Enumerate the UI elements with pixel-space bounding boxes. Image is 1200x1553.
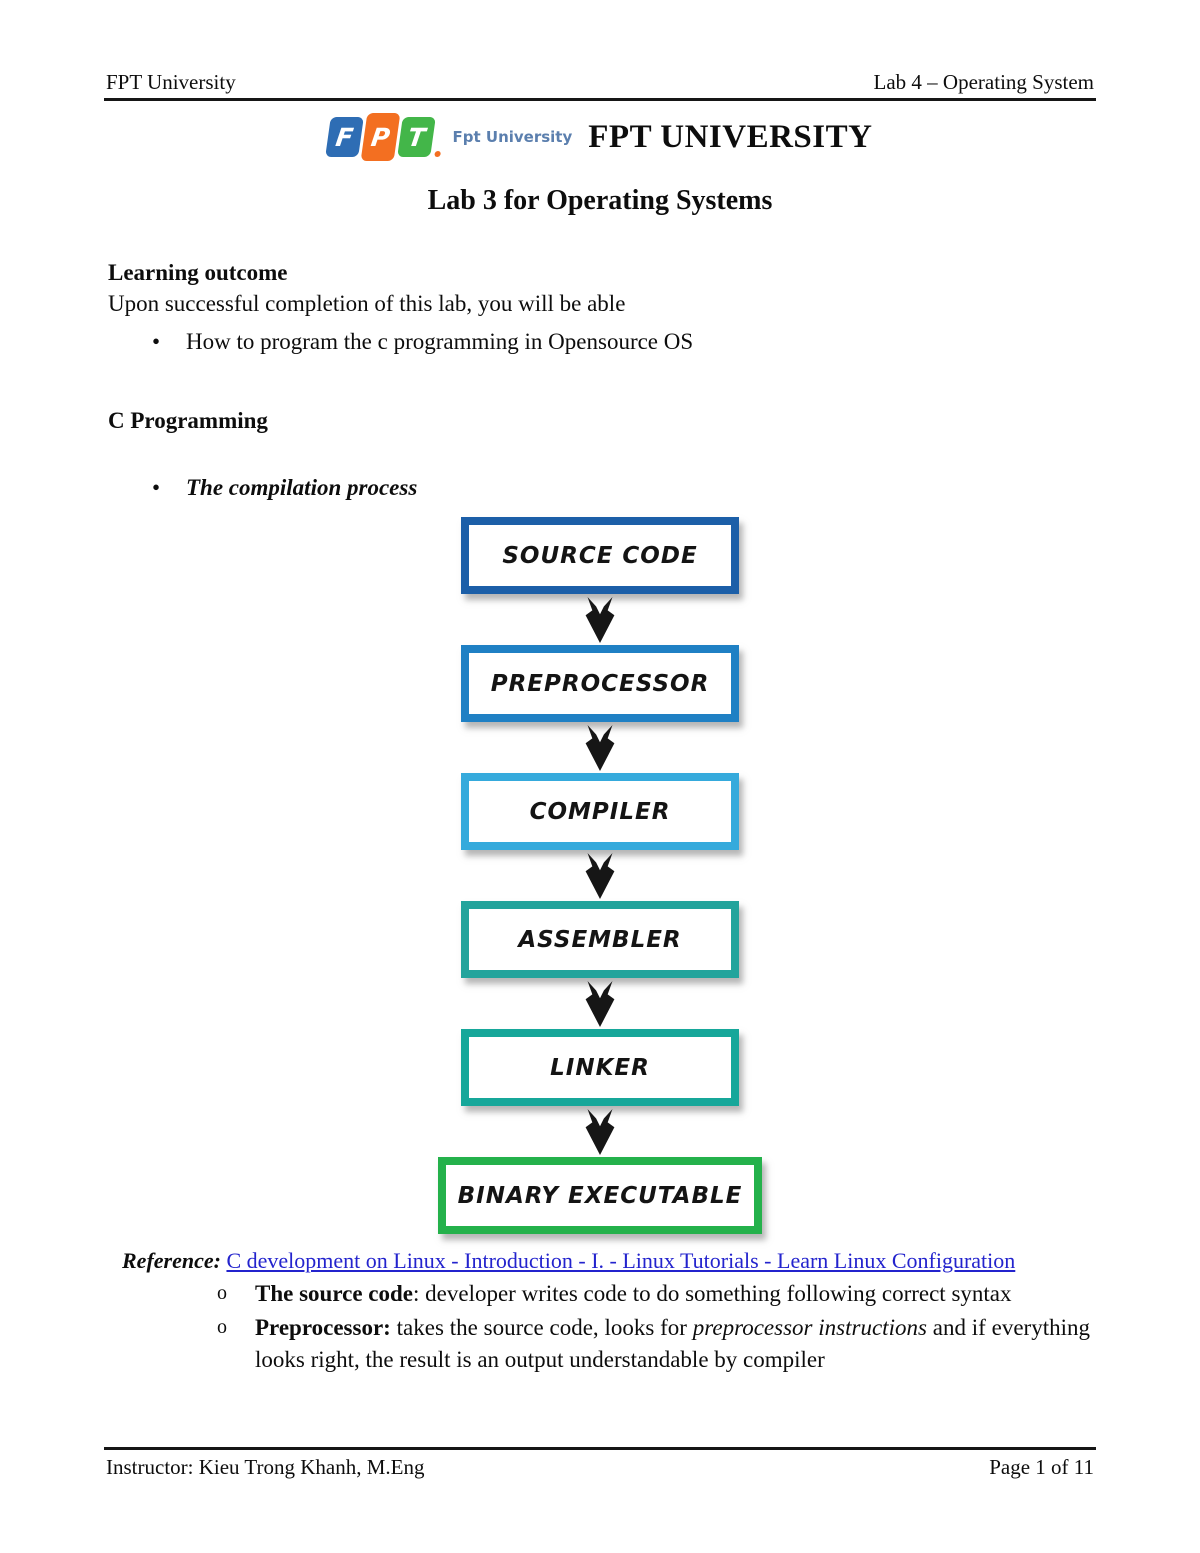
diagram-box-label: LINKER	[550, 1054, 650, 1081]
diagram-box-label: ASSEMBLER	[518, 926, 682, 953]
diagram-box-source-code: SOURCE CODE	[461, 517, 739, 594]
note-term: The source code	[255, 1281, 414, 1306]
reference-line: Reference: C development on Linux - Intr…	[0, 1248, 1200, 1274]
down-arrow-icon	[581, 978, 619, 1029]
logo-letter-p: P	[360, 113, 400, 161]
page-footer: Instructor: Kieu Trong Khanh, M.Eng Page…	[106, 1455, 1094, 1480]
compilation-process-label: The compilation process	[186, 475, 418, 500]
reference-label: Reference:	[122, 1248, 221, 1273]
bullet-dot-icon: •	[152, 329, 161, 354]
notes-list: o The source code: developer writes code…	[0, 1278, 1200, 1376]
header-right-text: Lab 4 – Operating System	[873, 70, 1094, 94]
footer-page-number: Page 1 of 11	[989, 1455, 1094, 1479]
learning-outcome-bullet: • How to program the c programming in Op…	[108, 326, 1092, 357]
learning-outcome-heading: Learning outcome	[108, 260, 288, 285]
diagram-box-label: COMPILER	[529, 798, 671, 825]
note-term: Preprocessor:	[255, 1315, 391, 1340]
diagram-box-label: BINARY EXECUTABLE	[457, 1182, 743, 1209]
logo-dot	[433, 151, 441, 157]
footer-instructor-text: Instructor: Kieu Trong Khanh, M.Eng	[106, 1455, 425, 1479]
diagram-box-label: SOURCE CODE	[502, 542, 698, 569]
note-italic-text: preprocessor instructions	[692, 1315, 927, 1340]
header-divider	[104, 98, 1096, 101]
logo-letter-t: T	[396, 117, 436, 157]
compilation-flow-diagram: SOURCE CODE PREPROCESSOR COMPILER ASSEMB…	[0, 517, 1200, 1234]
diagram-box-linker: LINKER	[461, 1029, 739, 1106]
header-left-text: FPT University	[106, 70, 236, 94]
down-arrow-icon	[581, 594, 619, 645]
list-item: o The source code: developer writes code…	[217, 1278, 1090, 1310]
down-arrow-icon	[581, 850, 619, 901]
diagram-box-assembler: ASSEMBLER	[461, 901, 739, 978]
body-content: Learning outcome Upon successful complet…	[0, 257, 1200, 503]
logo-letter-f: F	[324, 117, 364, 157]
circle-bullet-icon: o	[217, 1316, 227, 1338]
logo-caption: Fpt University	[452, 128, 573, 146]
learning-outcome-intro: Upon successful completion of this lab, …	[108, 291, 626, 316]
footer-divider	[104, 1447, 1096, 1450]
diagram-box-binary-executable: BINARY EXECUTABLE	[437, 1157, 763, 1234]
title-row: F P T Fpt University FPT UNIVERSITY	[0, 113, 1200, 161]
document-subtitle: Lab 3 for Operating Systems	[427, 185, 773, 216]
compilation-process-bullet: • The compilation process	[108, 472, 1092, 503]
circle-bullet-icon: o	[217, 1282, 227, 1304]
fpt-logo: F P T Fpt University	[324, 113, 573, 161]
diagram-box-preprocessor: PREPROCESSOR	[461, 645, 739, 722]
down-arrow-icon	[581, 722, 619, 773]
fpt-logo-blocks: F P T	[324, 113, 446, 161]
note-text: and if everything looks right, the resul…	[255, 1315, 1090, 1372]
note-text: takes the source code, looks for	[390, 1315, 693, 1340]
diagram-box-compiler: COMPILER	[461, 773, 739, 850]
down-arrow-icon	[581, 1106, 619, 1157]
list-item: o Preprocessor: takes the source code, l…	[217, 1312, 1090, 1376]
note-text: : developer writes code to do something …	[413, 1281, 1012, 1306]
diagram-box-label: PREPROCESSOR	[490, 670, 710, 697]
learning-outcome-bullet-text: How to program the c programming in Open…	[186, 329, 694, 354]
bullet-dot-icon: •	[152, 475, 161, 500]
page-title: FPT UNIVERSITY	[588, 118, 873, 155]
page-header: FPT University Lab 4 – Operating System	[0, 0, 1200, 95]
c-programming-heading: C Programming	[108, 408, 268, 433]
reference-link[interactable]: C development on Linux - Introduction - …	[226, 1248, 1016, 1273]
